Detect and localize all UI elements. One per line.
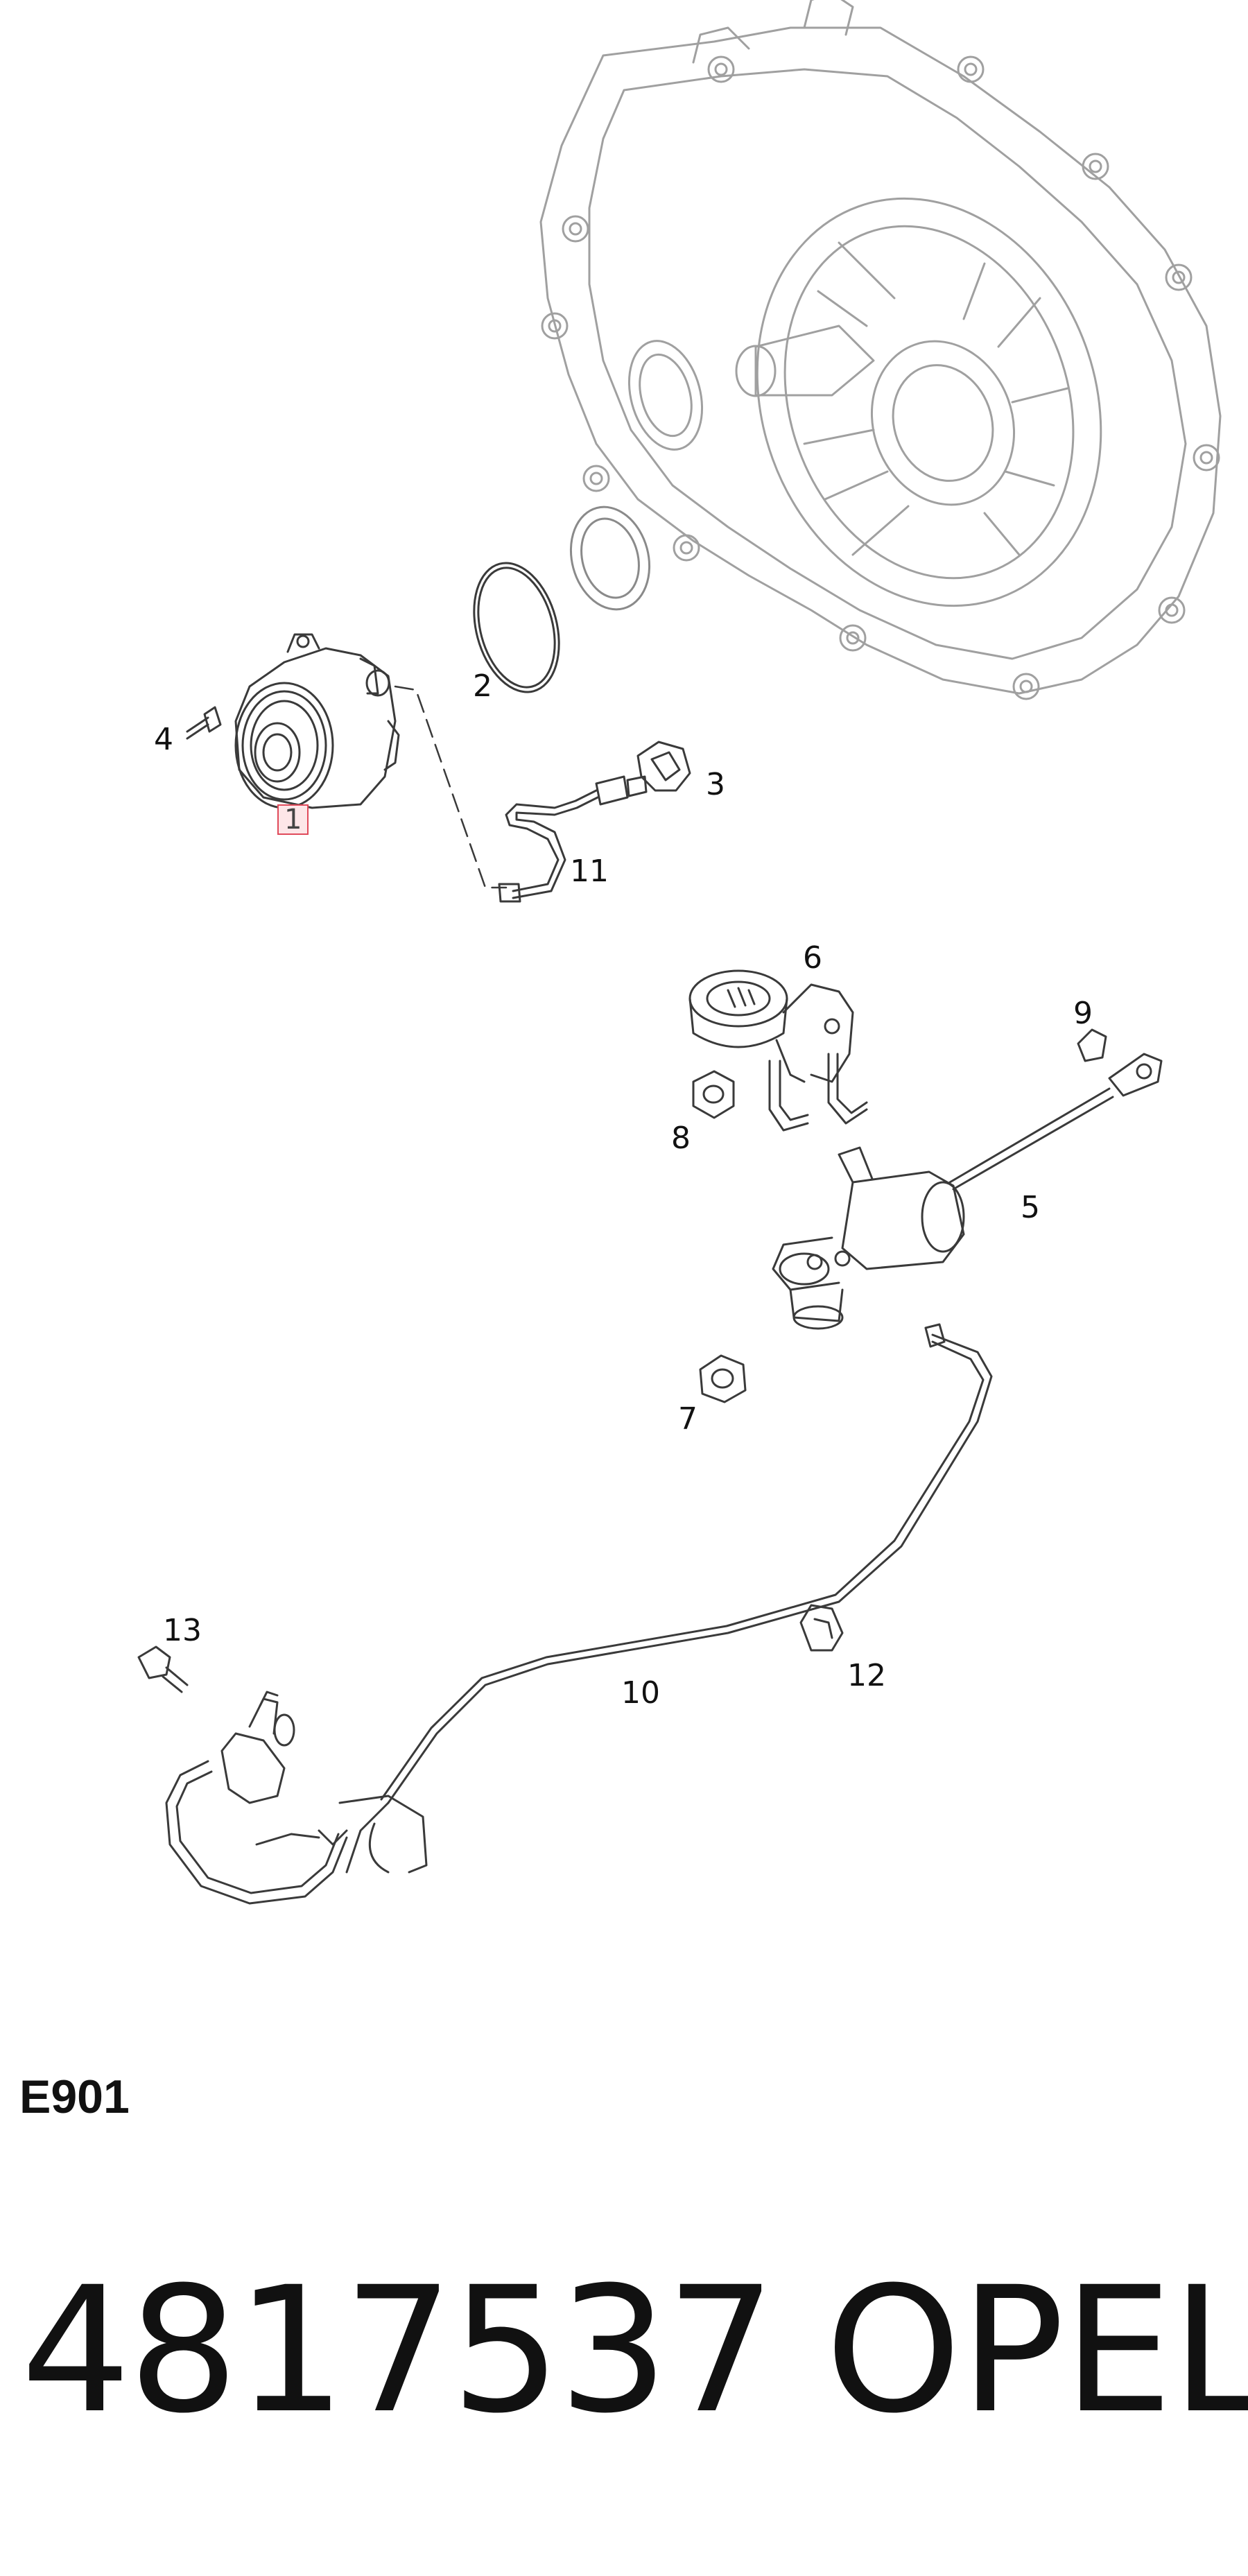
callout-7[interactable]: 7 <box>678 1401 697 1437</box>
master-cylinder-part-5 <box>772 1053 1163 1330</box>
callout-12[interactable]: 12 <box>847 1658 886 1693</box>
exploded-parts-diagram <box>137 0 1222 1905</box>
bolt-part-4 <box>186 706 222 740</box>
clip-part-12 <box>799 1604 844 1652</box>
callout-4[interactable]: 4 <box>154 722 173 757</box>
callout-11[interactable]: 11 <box>570 854 609 889</box>
slave-cylinder-part-1 <box>234 633 400 809</box>
flexible-hose <box>165 1691 348 1905</box>
callout-2[interactable]: 2 <box>473 668 492 704</box>
bolt-part-13 <box>137 1645 189 1693</box>
callout-1[interactable]: 1 <box>277 804 309 835</box>
nut-part-7 <box>699 1354 747 1403</box>
brand-name: OPEL <box>825 2249 1248 2451</box>
pipe-part-11 <box>498 775 648 903</box>
clip-part-3 <box>636 741 691 792</box>
reservoir-part-6 <box>688 969 868 1132</box>
callout-13[interactable]: 13 <box>163 1613 202 1648</box>
part-number: 4817537 <box>21 2249 776 2451</box>
callout-6[interactable]: 6 <box>803 940 822 976</box>
connection-dash-line <box>394 685 508 889</box>
section-code: E901 <box>19 2071 130 2123</box>
callout-3[interactable]: 3 <box>706 767 725 802</box>
transmission-housing <box>539 0 1222 700</box>
nut-part-8 <box>692 1070 735 1119</box>
callout-10[interactable]: 10 <box>621 1675 660 1711</box>
callout-9[interactable]: 9 <box>1073 996 1093 1031</box>
callout-5[interactable]: 5 <box>1021 1190 1040 1225</box>
clip-part-9 <box>1077 1028 1107 1062</box>
pipe-part-10 <box>255 1323 993 1874</box>
callout-8[interactable]: 8 <box>671 1121 691 1156</box>
o-ring-part-2 <box>473 562 560 693</box>
shaft-seal <box>569 505 651 611</box>
